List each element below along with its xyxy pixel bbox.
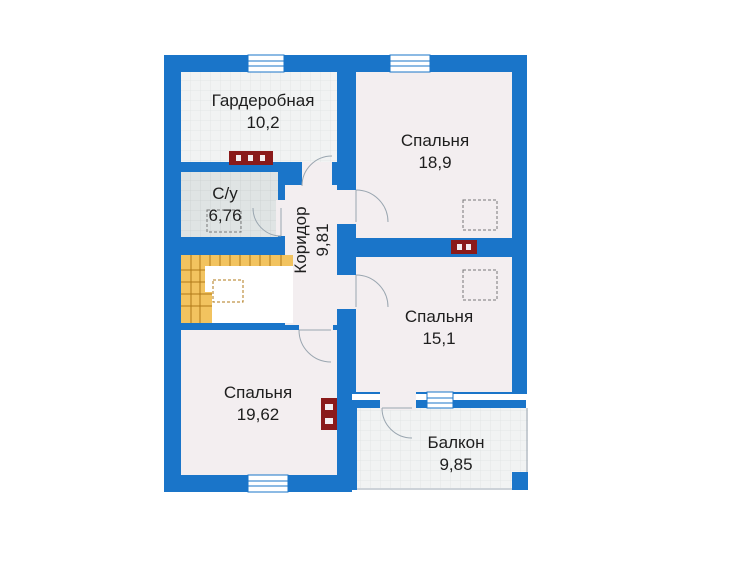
- corridor-label: Коридор 9,81: [290, 190, 334, 290]
- bathroom-name: С/у: [212, 184, 238, 203]
- wardrobe-room: [181, 72, 337, 162]
- bedroom-mid-label: Спальня 15,1: [370, 306, 508, 350]
- corridor-name: Коридор: [291, 206, 310, 274]
- chimney-bedroom-top: [451, 240, 477, 254]
- bedroom-bottom-name: Спальня: [223, 383, 293, 402]
- chimney-bedroom-bottom: [321, 398, 337, 430]
- stair-steps: [181, 255, 293, 323]
- bedroom-bottom-label: Спальня 19,62: [196, 382, 320, 426]
- windows: [247, 54, 454, 493]
- bedroom-bottom-area: 19,62: [236, 405, 280, 424]
- wardrobe-label: Гардеробная 10,2: [190, 90, 336, 134]
- bedroom-top-room: [356, 72, 512, 238]
- doors: [252, 155, 416, 439]
- bedroom-mid-name: Спальня: [404, 307, 474, 326]
- bedroom-mid-area: 15,1: [422, 329, 456, 348]
- vent-bathroom: [206, 209, 242, 233]
- balcony-rail-left: [352, 400, 357, 490]
- bedroom-mid-room: [356, 257, 512, 392]
- bedroom-top-name: Спальня: [400, 131, 470, 150]
- wardrobe-area: 10,2: [246, 113, 280, 132]
- bathroom-label: С/у 6,76: [195, 183, 255, 227]
- vent-bedroom-mid: [462, 269, 498, 301]
- corridor-room: [285, 185, 337, 325]
- chimney-wardrobe: [229, 151, 273, 165]
- balcony-label: Балкон 9,85: [396, 432, 516, 476]
- bedroom-bottom-room: [181, 330, 337, 475]
- corridor-area: 9,81: [313, 223, 332, 257]
- bedroom-top-label: Спальня 18,9: [370, 130, 500, 174]
- bedroom-top-area: 18,9: [418, 153, 452, 172]
- bathroom-area: 6,76: [208, 206, 242, 225]
- bathroom-room: [181, 172, 278, 237]
- balcony-name: Балкон: [427, 433, 485, 452]
- balcony-area: 9,85: [439, 455, 473, 474]
- wardrobe-name: Гардеробная: [211, 91, 315, 110]
- balcony-post: [512, 472, 528, 490]
- vent-bedroom-top: [462, 199, 498, 231]
